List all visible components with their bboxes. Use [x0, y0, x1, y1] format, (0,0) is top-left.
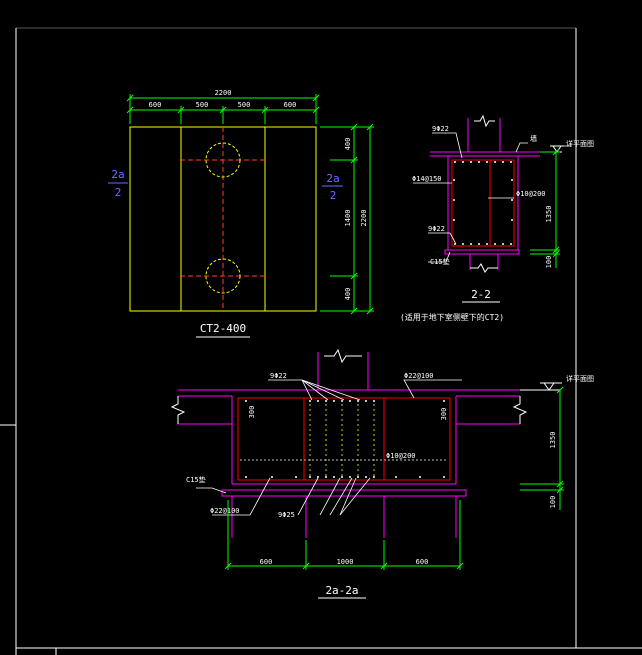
s2a-dim-bottom: 100 [549, 496, 557, 509]
plan-seg-2: 500 [196, 101, 209, 109]
plan-section-mark-left-label: 2a [111, 168, 124, 181]
plan-top-dimensions [126, 94, 320, 124]
s22-title: 2-2 [471, 288, 491, 301]
s2a-level-mark [520, 382, 562, 391]
s2a-bar-mid-label: Φ10@200 [386, 452, 416, 460]
plan-right-seg-3: 400 [344, 288, 352, 301]
s22-dim-bottom: 100 [545, 256, 553, 269]
s2a-rebar-bottom-mid-label: 9Φ25 [278, 511, 295, 519]
s2a-piles [231, 496, 457, 538]
s22-rebar-dots [453, 161, 513, 245]
s2a-column-stub [317, 352, 369, 390]
section-2a-2a: 9Φ22 Φ22@100 Φ10@200 C15垫 Φ22@100 9Φ25 3… [170, 348, 594, 599]
plan-piles [205, 142, 241, 294]
plan-seg-3: 500 [238, 101, 251, 109]
s2a-top-break [324, 348, 362, 364]
plan-seg-4: 600 [284, 101, 297, 109]
s22-rebar [451, 159, 515, 247]
s2a-ground-note: 详平面图 [566, 374, 594, 383]
s22-break-line [474, 114, 495, 128]
plan-right-seg-1: 400 [344, 138, 352, 151]
s2a-bottom-dim-3: 600 [416, 558, 429, 566]
s2a-bottom-dimensions [224, 500, 464, 570]
s22-pile-break [470, 263, 498, 273]
s22-leaders [413, 132, 572, 263]
s2a-rebar-dots [245, 400, 445, 478]
s2a-dim-height: 1350 [549, 432, 557, 449]
plan-view: 2200 600 500 500 600 [108, 89, 374, 338]
s2a-side-dim-left: 300 [248, 406, 256, 419]
s2a-leaders [196, 379, 462, 516]
drawing-frame [0, 27, 642, 655]
plan-section-mark-left-number: 2 [115, 186, 122, 199]
s2a-cushion [221, 489, 467, 497]
s2a-right-break [512, 396, 528, 424]
s2a-rebar-top-right-label: Φ22@100 [404, 372, 434, 380]
s22-cushion [444, 249, 520, 255]
s22-cushion-label: C15垫 [430, 257, 450, 266]
s2a-rebar [237, 397, 451, 481]
plan-right-total: 2200 [360, 210, 368, 227]
s2a-concrete-outline [178, 389, 520, 485]
s2a-pile-hidden-lines [309, 404, 375, 476]
s22-stirrup-label: Φ14@150 [412, 175, 442, 183]
s2a-rebar-top-left-label: 9Φ22 [270, 372, 287, 380]
s2a-vertical-dimension [520, 386, 564, 510]
s22-caption: (适用于地下室侧壁下的CT2) [400, 312, 504, 322]
s2a-side-dim-right: 300 [440, 408, 448, 421]
section-2-2: 9Φ22 9Φ22 Φ14@150 Φ10@200 C15垫 墙 详平面图 13… [400, 114, 594, 322]
plan-total-width: 2200 [215, 89, 232, 97]
plan-seg-1: 600 [149, 101, 162, 109]
s2a-bottom-dim-1: 600 [260, 558, 273, 566]
s22-wall-stub [467, 118, 501, 152]
s22-rebar-bottom-label: 9Φ22 [428, 225, 445, 233]
s2a-cushion-label: C15垫 [186, 475, 206, 484]
plan-right-dimensions [320, 123, 374, 315]
s22-ground-note: 详平面图 [566, 139, 594, 148]
s2a-bottom-dim-2: 1000 [337, 558, 354, 566]
s22-rebar-top-label: 9Φ22 [432, 125, 449, 133]
plan-section-mark-right-label: 2a [326, 172, 339, 185]
s2a-title: 2a-2a [325, 584, 358, 597]
s22-wall-note: 墙 [530, 134, 537, 143]
s2a-rebar-bottom-left-label: Φ22@100 [210, 507, 240, 515]
s22-dim-height: 1350 [545, 206, 553, 223]
s22-bar-right-label: Φ10@200 [516, 190, 546, 198]
plan-title: CT2-400 [200, 322, 246, 335]
plan-right-seg-2: 1400 [344, 210, 352, 227]
plan-section-mark-right-number: 2 [330, 189, 337, 202]
s2a-left-break [170, 396, 186, 424]
s22-vertical-dimension [530, 148, 560, 268]
s22-pile [469, 254, 499, 270]
plan-center-lines [180, 127, 266, 311]
